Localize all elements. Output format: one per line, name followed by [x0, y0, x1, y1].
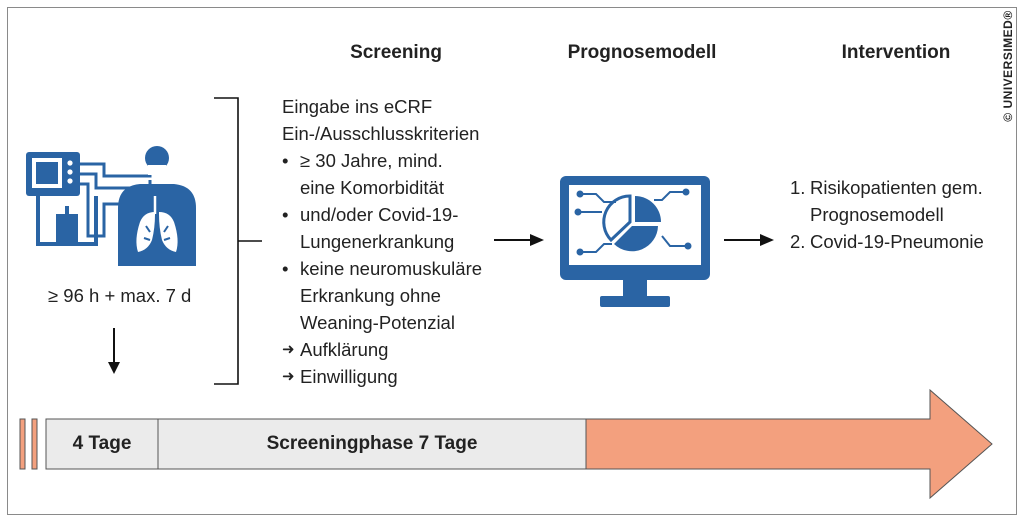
criterion-age-cont: eine Komorbidität	[300, 177, 444, 198]
header-prognosemodell: Prognosemodell	[567, 42, 717, 63]
ventilated-patient-icon	[26, 146, 196, 266]
criterion-covid: und/oder Covid-19-	[300, 204, 459, 225]
step-einwilligung: Einwilligung	[300, 366, 398, 387]
intervention-item-2: Covid-19-Pneumonie	[810, 231, 984, 252]
arrow-to-intervention-icon	[724, 234, 774, 246]
diagram-frame	[7, 7, 1017, 515]
phase-label-screening: Screeningphase 7 Tage	[266, 433, 478, 454]
step-aufklaerung: Aufklärung	[300, 339, 389, 360]
criterion-neuro: keine neuromuskuläre	[300, 258, 483, 279]
screening-line-ecrf: Eingabe ins eCRF	[282, 96, 433, 117]
screening-line-criteria: Ein-/Ausschlusskriterien	[282, 123, 480, 144]
criterion-covid-cont: Lungenerkrankung	[300, 231, 455, 252]
intervention-num-1: 1.	[790, 177, 806, 198]
bullet-dot: •	[282, 204, 289, 225]
arrow-to-prognosis-icon	[494, 234, 544, 246]
phase-label-4-tage: 4 Tage	[72, 433, 132, 454]
phase-4-tage	[45, 418, 159, 470]
intervention-item-1: Risikopatienten gem.	[810, 177, 983, 198]
bullet-dot: •	[282, 150, 289, 171]
screening-bracket	[214, 97, 262, 385]
right-arrow-icon: ➜	[282, 341, 295, 358]
intervention-arrow	[585, 388, 993, 500]
down-arrow-icon	[108, 328, 120, 374]
criterion-neuro-cont: Erkrankung ohne	[300, 285, 441, 306]
bullet-dot: •	[282, 258, 289, 279]
monitor-pie-chart-icon	[560, 176, 710, 307]
header-intervention: Intervention	[841, 42, 951, 63]
intervention-item-1-cont: Prognosemodell	[810, 204, 944, 225]
criterion-age: ≥ 30 Jahre, mind.	[300, 150, 443, 171]
intervention-num-2: 2.	[790, 231, 806, 252]
timeline-bar	[19, 388, 993, 500]
criterion-neuro-cont2: Weaning-Potenzial	[300, 312, 455, 333]
patient-duration: ≥ 96 h + max. 7 d	[48, 285, 192, 306]
phase-screening	[157, 418, 587, 470]
right-arrow-icon: ➜	[282, 368, 295, 385]
header-screening: Screening	[350, 42, 442, 63]
